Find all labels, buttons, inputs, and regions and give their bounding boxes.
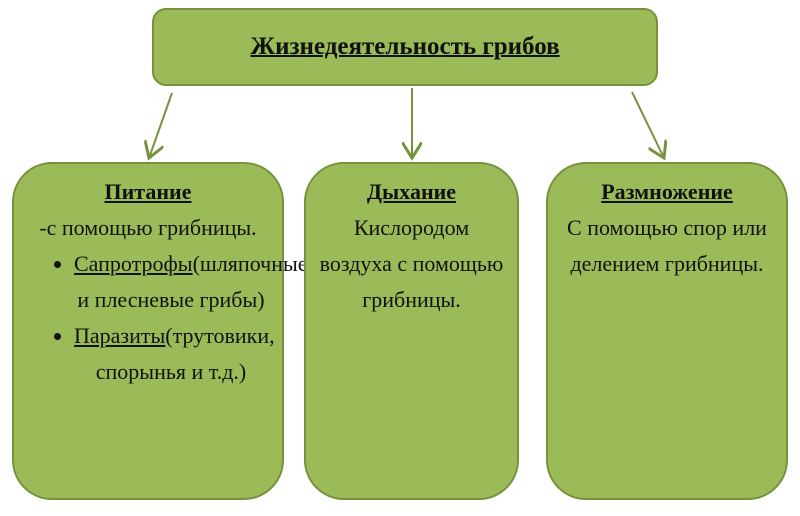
node-heading: Дыхание <box>366 179 457 204</box>
node-text: -с помощью грибницы. <box>39 215 257 240</box>
bullet-list: Сапротрофы(шляпочные и плесневые грибы) … <box>14 246 308 390</box>
node-nutrition: Питание -с помощью грибницы. Сапротрофы(… <box>12 162 308 500</box>
arrow-to-nutrition <box>149 92 173 158</box>
node-text: С помощью спор или делением грибницы. <box>567 215 767 276</box>
node-heading: Размножение <box>601 179 733 204</box>
node-reproduction: Размножение С помощью спор или делением … <box>546 162 788 500</box>
list-item: Сапротрофы(шляпочные и плесневые грибы) <box>74 246 308 318</box>
root-title: Жизнедеятельность грибов <box>250 33 560 60</box>
root-node: Жизнедеятельность грибов <box>152 8 658 86</box>
node-heading: Питание <box>104 179 192 204</box>
bullet-term: Сапротрофы <box>74 251 193 276</box>
node-respiration: Дыхание Кислородом воздуха с помощью гри… <box>304 162 519 500</box>
node-text: Кислородом воздуха с помощью грибницы. <box>319 215 504 312</box>
bullet-term: Паразиты <box>74 323 166 348</box>
arrow-to-reproduction <box>631 91 664 158</box>
list-item: Паразиты(трутовики, спорынья и т.д.) <box>74 318 275 390</box>
bullet-text: (трутовики, спорынья и т.д.) <box>95 323 275 384</box>
bullet-text: (шляпочные и плесневые грибы) <box>77 251 308 312</box>
